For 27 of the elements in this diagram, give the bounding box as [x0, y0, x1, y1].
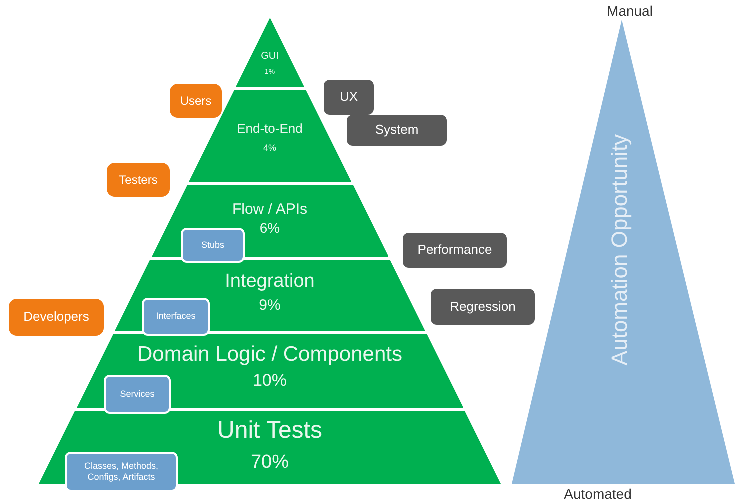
layer-percentage: 9%	[259, 298, 281, 313]
role-tag: Developers	[9, 299, 104, 336]
pyramid-band	[236, 18, 304, 87]
test-type-tag: UX	[324, 80, 374, 115]
layer-name: Flow / APIs	[232, 202, 308, 217]
role-tag: Testers	[107, 163, 170, 197]
layer-percentage: 10%	[252, 372, 287, 389]
end-label: Automated	[564, 487, 632, 501]
layer-name: Domain Logic / Components	[138, 344, 402, 365]
layer-percentage: 70%	[250, 453, 290, 472]
layer-name: Integration	[225, 272, 315, 291]
test-type-tag: Performance	[403, 233, 507, 268]
end-label: Manual	[607, 4, 653, 18]
layer-percentage: 4%	[263, 144, 276, 153]
scope-tag: Classes, Methods, Configs, Artifacts	[65, 452, 178, 492]
test-type-tag: Regression	[431, 289, 535, 325]
scope-tag: Stubs	[181, 228, 245, 263]
layer-name: End-to-End	[237, 122, 303, 135]
role-tag: Users	[170, 84, 222, 118]
axis-label: Automation Opportunity	[609, 134, 631, 366]
layer-percentage: 6%	[260, 221, 280, 235]
layer-name: GUI	[261, 52, 279, 62]
layer-name: Unit Tests	[218, 419, 322, 443]
pyramid-band	[76, 334, 464, 408]
test-type-tag: System	[347, 115, 447, 146]
scope-tag: Services	[104, 375, 171, 414]
scope-tag: Interfaces	[142, 298, 210, 336]
